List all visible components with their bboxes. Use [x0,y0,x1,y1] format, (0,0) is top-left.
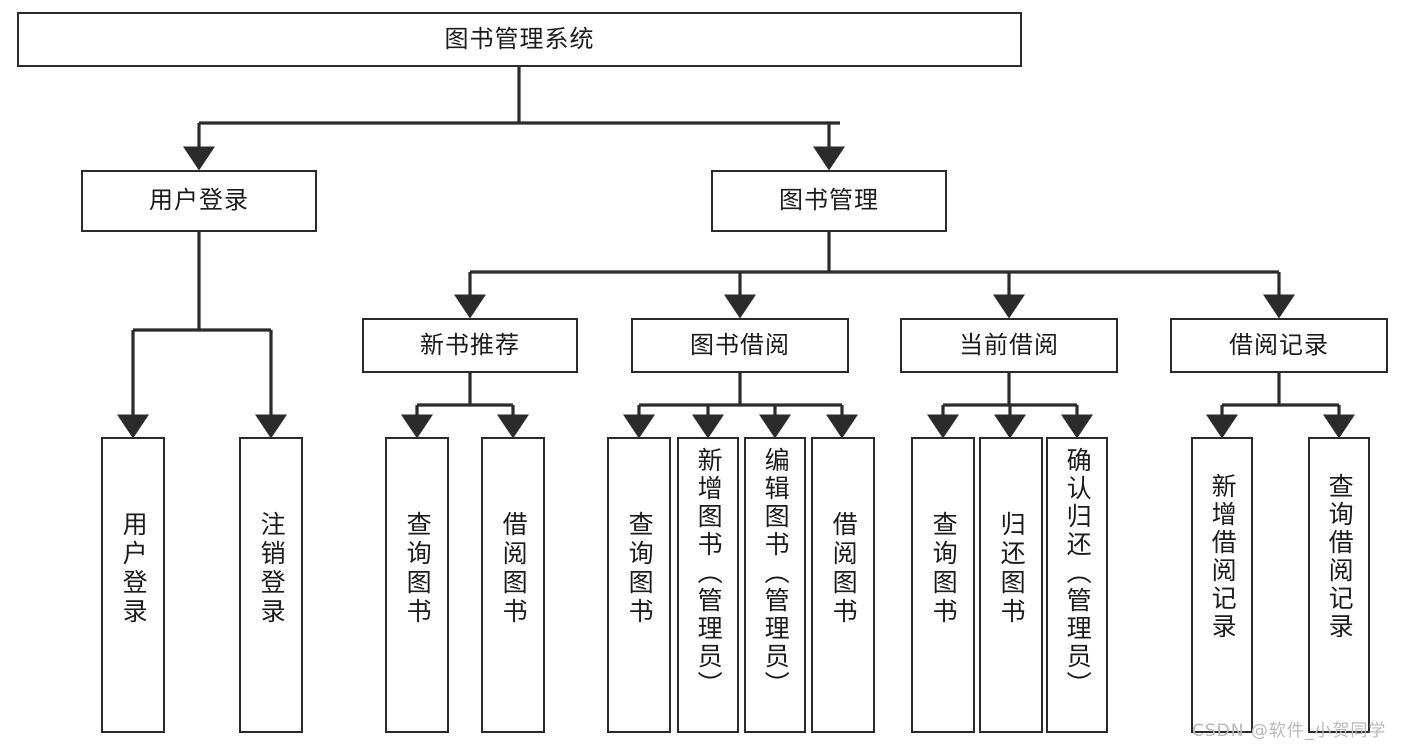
leaf-user-login[interactable]: 用户登录 [101,437,165,733]
node-new-book-recommend-label: 新书推荐 [420,330,520,359]
leaf-query-book-current[interactable]: 查询图书 [911,437,975,733]
leaf-query-book-current-label: 查询图书 [929,511,959,627]
leaf-add-borrow-record[interactable]: 新增借阅记录 [1191,437,1253,733]
node-book-management[interactable]: 图书管理 [711,170,947,232]
leaf-query-borrow-record[interactable]: 查询借阅记录 [1308,437,1370,733]
node-current-borrow-label: 当前借阅 [959,330,1059,359]
node-root-label: 图书管理系统 [444,24,595,53]
node-user-login[interactable]: 用户登录 [81,170,317,232]
leaf-user-logout-label: 注销登录 [257,511,287,627]
node-book-borrow[interactable]: 图书借阅 [631,318,849,373]
leaf-edit-book-admin-label: 编辑图书（管理员） [761,447,791,699]
node-root[interactable]: 图书管理系统 [17,12,1022,67]
node-current-borrow[interactable]: 当前借阅 [900,318,1118,373]
leaf-user-logout[interactable]: 注销登录 [239,437,303,733]
leaf-confirm-return-admin-label: 确认归还（管理员） [1063,447,1093,699]
leaf-edit-book-admin[interactable]: 编辑图书（管理员） [744,437,806,733]
node-borrow-record-label: 借阅记录 [1229,330,1329,359]
leaf-add-borrow-record-label: 新增借阅记录 [1208,473,1238,641]
leaf-user-login-label: 用户登录 [119,511,149,627]
node-book-management-label: 图书管理 [779,186,879,215]
node-user-login-label: 用户登录 [149,186,249,215]
leaf-borrow-book[interactable]: 借阅图书 [811,437,875,733]
node-book-borrow-label: 图书借阅 [690,330,790,359]
leaf-add-book-admin[interactable]: 新增图书（管理员） [677,437,739,733]
leaf-query-book-recommend[interactable]: 查询图书 [385,437,449,733]
node-new-book-recommend[interactable]: 新书推荐 [362,318,578,373]
leaf-query-borrow-record-label: 查询借阅记录 [1325,473,1355,641]
leaf-borrow-book-label: 借阅图书 [829,511,859,627]
leaf-borrow-book-recommend[interactable]: 借阅图书 [481,437,545,733]
leaf-add-book-admin-label: 新增图书（管理员） [694,447,724,699]
leaf-confirm-return-admin[interactable]: 确认归还（管理员） [1046,437,1108,733]
leaf-borrow-book-recommend-label: 借阅图书 [499,511,529,627]
leaf-return-book[interactable]: 归还图书 [979,437,1043,733]
leaf-query-book-borrow-label: 查询图书 [625,511,655,627]
leaf-return-book-label: 归还图书 [997,511,1027,627]
node-borrow-record[interactable]: 借阅记录 [1170,318,1388,373]
leaf-query-book-recommend-label: 查询图书 [403,511,433,627]
leaf-query-book-borrow[interactable]: 查询图书 [607,437,671,733]
